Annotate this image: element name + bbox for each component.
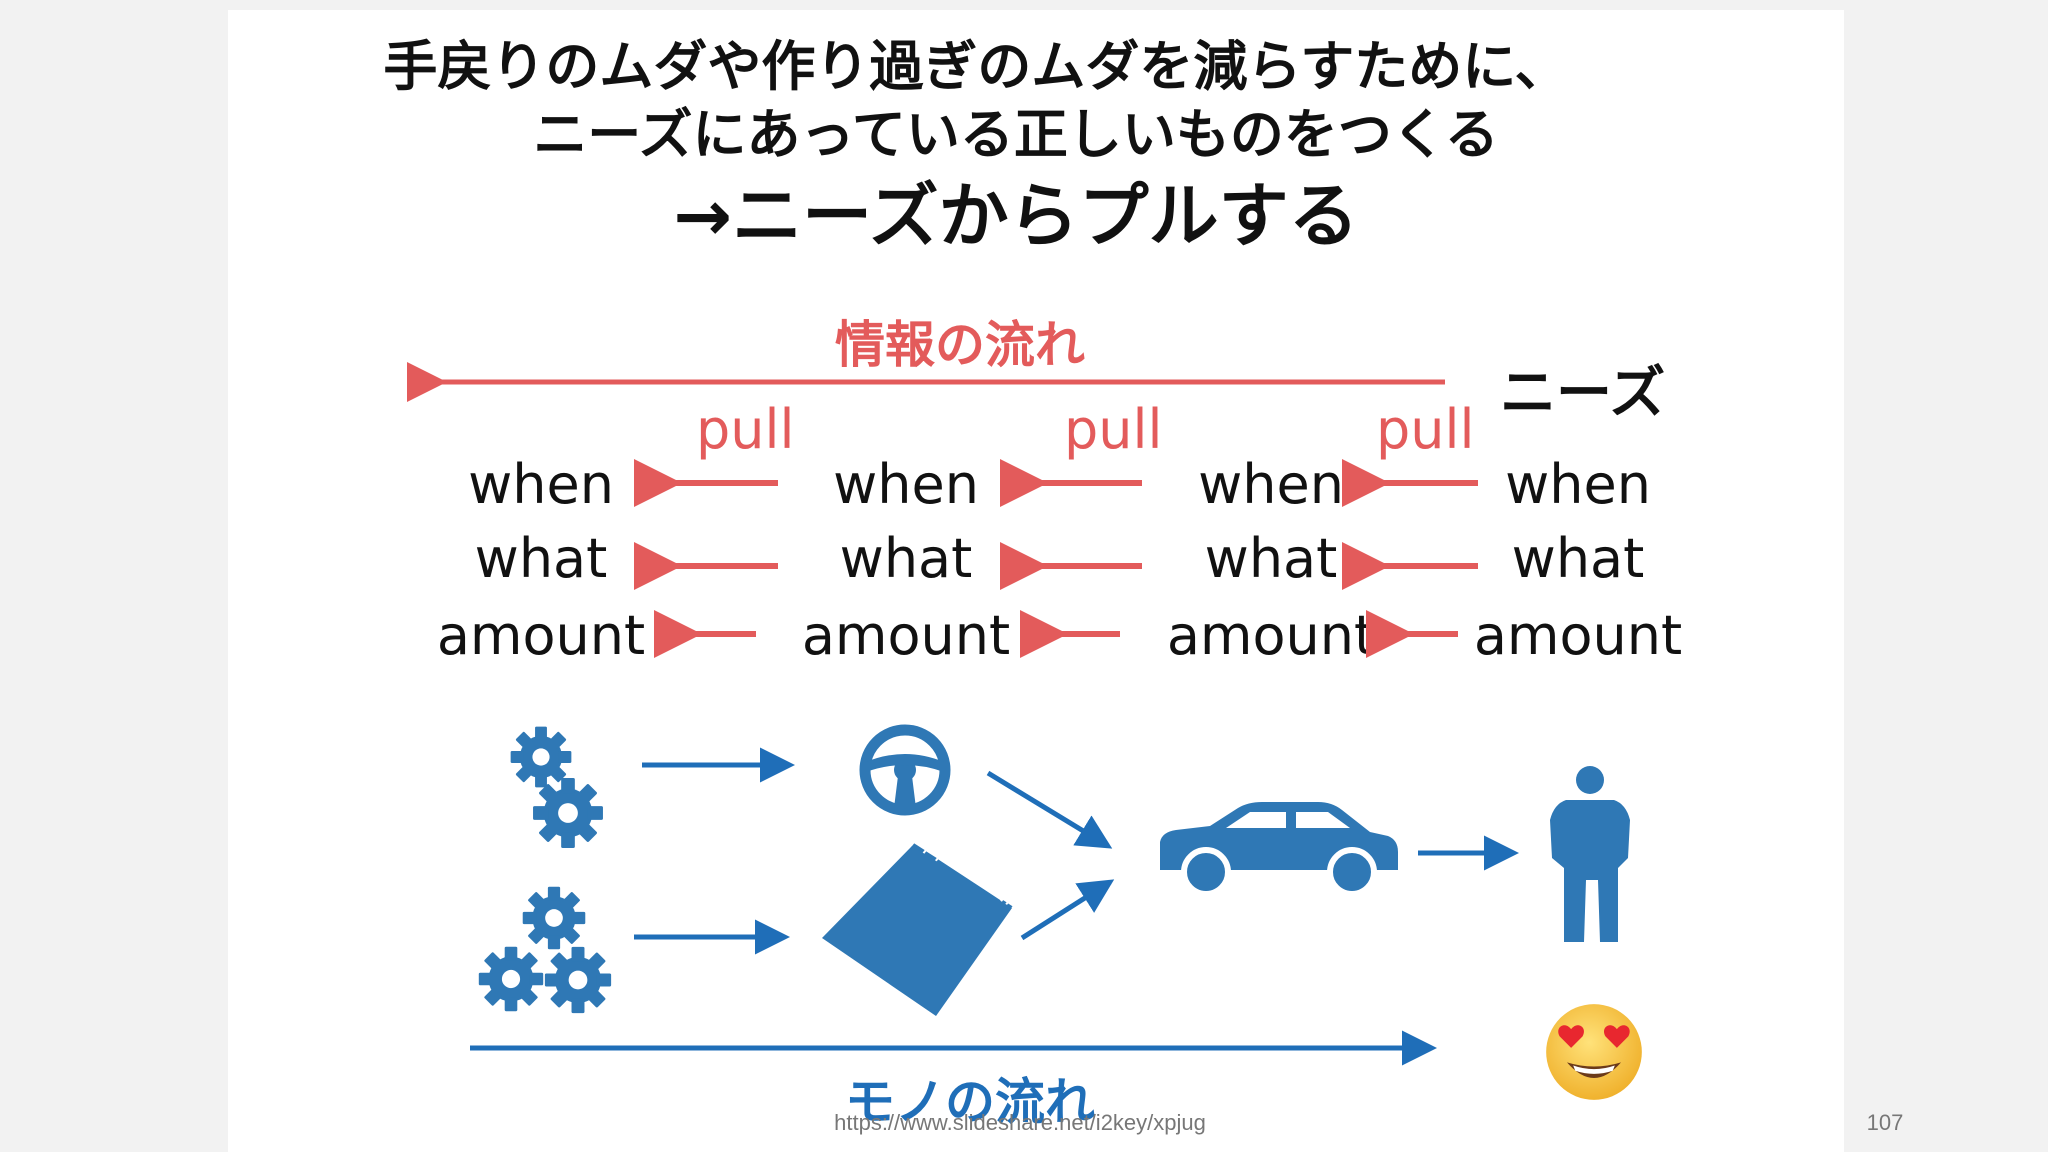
col3-when: when — [1198, 453, 1344, 516]
information-flow-label: 情報の流れ — [835, 316, 1085, 374]
heart-eyes-emoji-icon — [1546, 1004, 1642, 1100]
col4-when: when — [1505, 453, 1651, 516]
col4-amount: amount — [1473, 604, 1683, 667]
col1-when: when — [468, 453, 614, 516]
col4-what: what — [1511, 527, 1645, 590]
pull-label-2: pull — [1064, 398, 1163, 461]
col3-amount: amount — [1166, 604, 1376, 667]
steering-wheel-icon — [859, 724, 951, 816]
col3-what: what — [1204, 527, 1338, 590]
car-icon — [1160, 802, 1398, 897]
car-body-panels-icon — [822, 840, 1016, 1016]
needs-label: ニーズ — [1500, 361, 1666, 426]
footer-url: https://www.slideshare.net/i2key/xpjug — [834, 1110, 1206, 1135]
col1-what: what — [474, 527, 608, 590]
gears-cluster-icon — [478, 886, 612, 1014]
material-flow-label: モノの流れ — [845, 1073, 1095, 1131]
page-number: 107 — [1866, 1110, 1904, 1135]
pull-label-3: pull — [1376, 398, 1475, 461]
material-arrow-wheel-to-car — [986, 770, 1113, 849]
slide-title-line-2: ニーズにあっている正しいものをつくる — [533, 103, 1499, 166]
slide-title-line-1: 手戻りのムダや作り過ぎのムダを減らすために、 — [383, 35, 1569, 98]
col1-amount: amount — [436, 604, 646, 667]
slide-title-line-3: →ニーズからプルする — [673, 175, 1359, 257]
col2-when: when — [833, 453, 979, 516]
col2-what: what — [839, 527, 973, 590]
pull-label-1: pull — [696, 398, 795, 461]
person-icon — [1550, 766, 1630, 942]
col2-amount: amount — [801, 604, 1011, 667]
material-arrow-panels-to-car — [1020, 879, 1115, 941]
gears-icon — [510, 726, 603, 848]
